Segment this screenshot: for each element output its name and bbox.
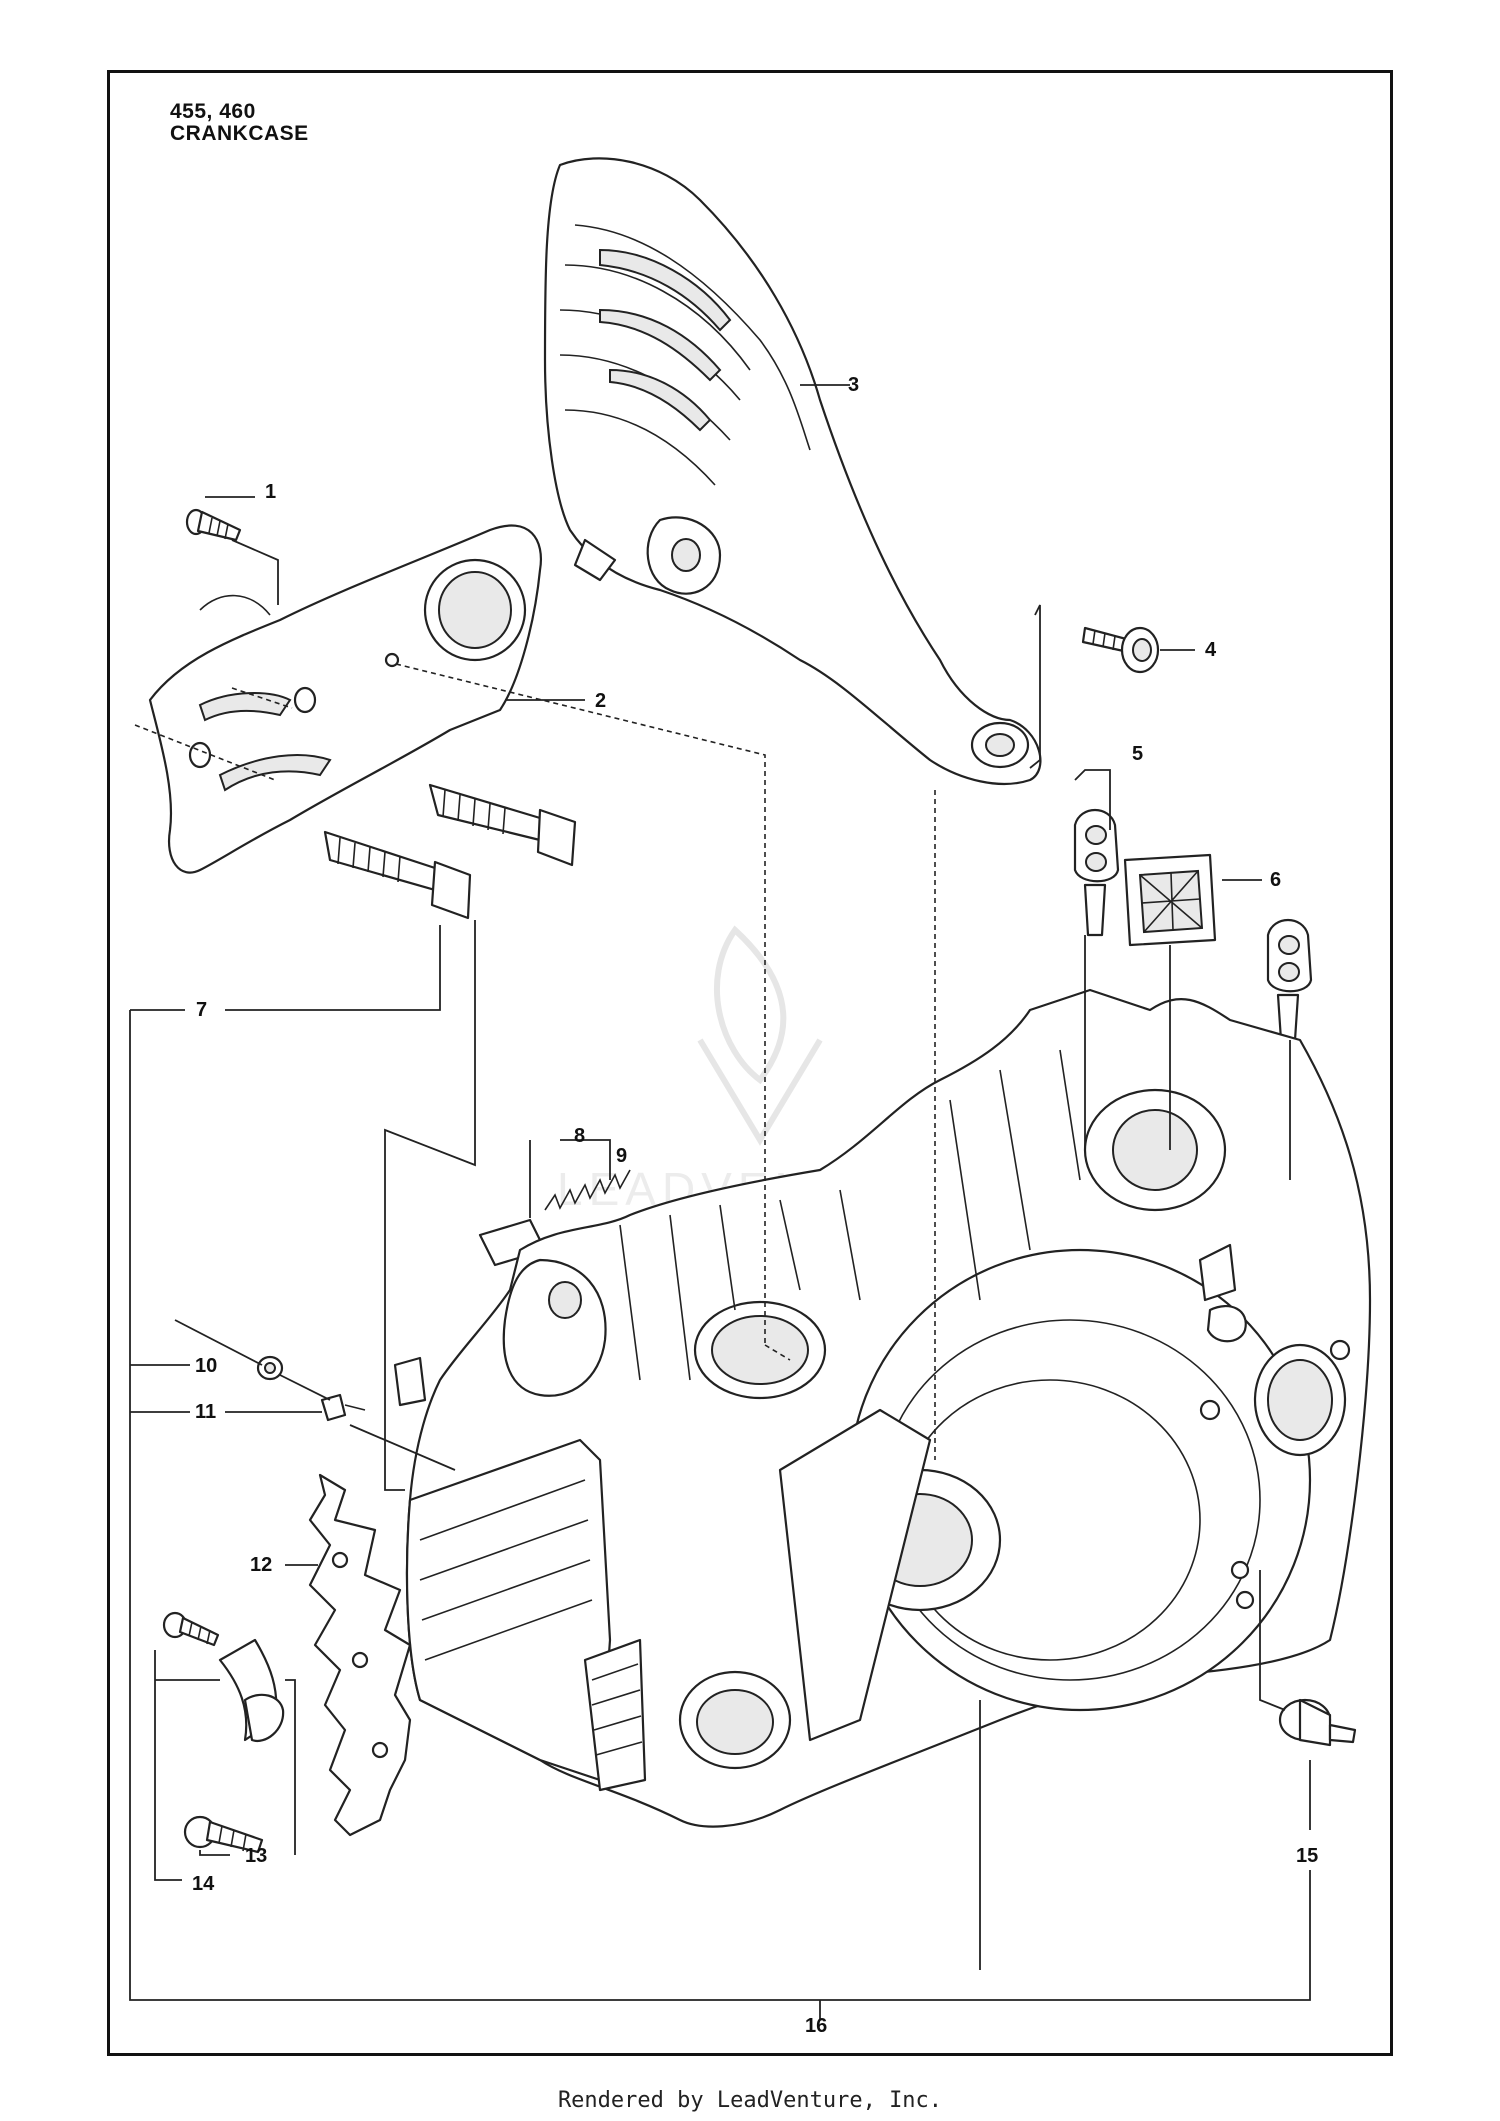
part-2-chain-guide-plate[interactable] — [148, 524, 542, 874]
part-12-bumper-spike[interactable] — [308, 1473, 412, 1837]
part-16-crankcase[interactable] — [393, 988, 1372, 1828]
part-15-buffer[interactable] — [1278, 1698, 1357, 1747]
part-11-pin[interactable] — [320, 1393, 366, 1422]
part-10-nut[interactable] — [256, 1355, 284, 1381]
part-5-buffer[interactable] — [1073, 809, 1120, 937]
callout-8: 8 — [574, 1125, 585, 1147]
callout-13: 13 — [245, 1845, 267, 1867]
part-7-bar-bolts[interactable] — [323, 783, 577, 920]
part-9-spring[interactable] — [544, 1169, 631, 1211]
part-4-screw[interactable] — [1081, 626, 1160, 674]
callout-10: 10 — [195, 1355, 217, 1377]
callout-4: 4 — [1205, 639, 1217, 661]
callout-6: 6 — [1270, 869, 1281, 891]
part-1-screw[interactable] — [185, 508, 242, 542]
leader-lines — [129, 384, 1311, 2020]
diagram-frame — [107, 70, 1393, 2056]
part-13-screws[interactable] — [162, 1611, 264, 1854]
callout-14: 14 — [192, 1873, 215, 1895]
callout-7: 7 — [196, 999, 207, 1021]
callout-5: 5 — [1132, 743, 1143, 765]
diagram-section-title: CRANKCASE — [170, 122, 309, 145]
callout-2: 2 — [595, 690, 606, 712]
callout-9: 9 — [616, 1145, 627, 1167]
callout-15: 15 — [1296, 1845, 1318, 1867]
footer-credit: Rendered by LeadVenture, Inc. — [557, 2088, 943, 2113]
part-6-air-filter[interactable] — [1123, 853, 1217, 947]
part-3-front-handle[interactable] — [543, 157, 1042, 786]
callout-labels: 1 2 3 4 5 6 7 8 9 10 11 12 13 14 15 16 — [192, 374, 1318, 2037]
callout-12: 12 — [250, 1554, 272, 1576]
callout-11: 11 — [195, 1401, 216, 1423]
part-14-clamp[interactable] — [218, 1638, 285, 1743]
callout-3: 3 — [848, 374, 859, 396]
callout-16: 16 — [805, 2015, 827, 2037]
diagram-models: 455, 460 — [170, 100, 256, 123]
alignment-lines — [134, 663, 936, 1460]
part-5-buffer-second[interactable] — [1266, 919, 1313, 1042]
callout-1: 1 — [265, 481, 276, 503]
